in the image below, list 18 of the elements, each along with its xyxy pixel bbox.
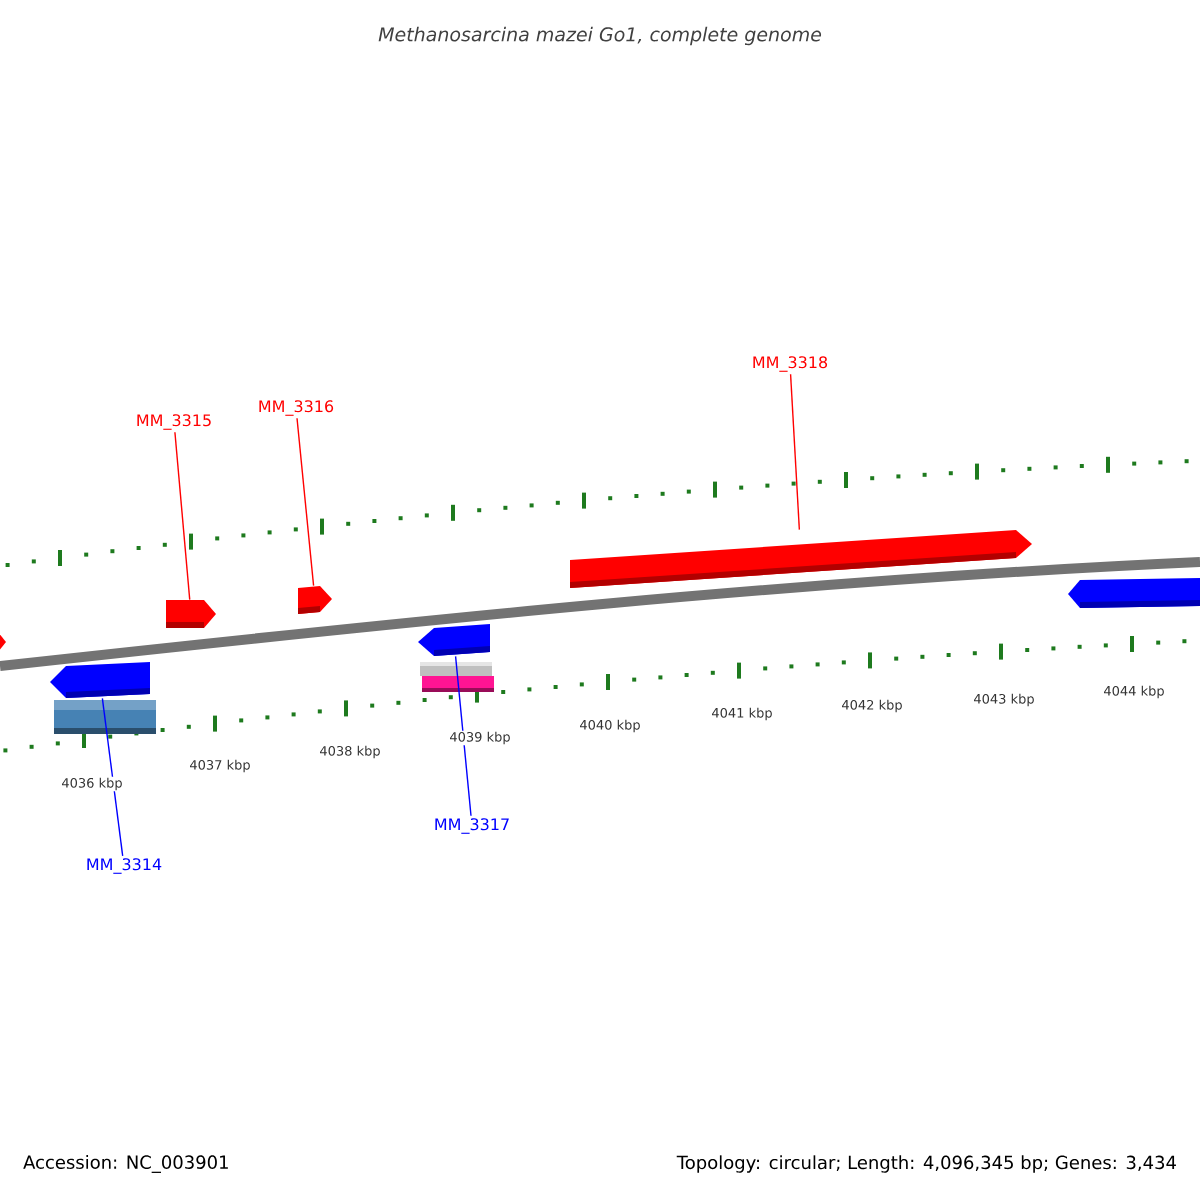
gene-label: MM_3314 bbox=[87, 858, 162, 874]
gene-label: MM_3318 bbox=[753, 356, 828, 372]
gene-arrow bbox=[50, 662, 150, 698]
leader-line bbox=[454, 655, 472, 817]
gene-label: MM_3315 bbox=[137, 414, 211, 430]
footer-text: Accession: NC_003901 bbox=[23, 1155, 228, 1173]
gene-arrow bbox=[570, 530, 1032, 588]
gene-arrow bbox=[166, 600, 216, 628]
title: Methanosarcina mazei Go1, complete genome bbox=[378, 26, 822, 46]
footer-text: Topology: circular; Length: 4,096,345 bp; Genes: 3,434 bbox=[676, 1155, 1176, 1173]
gene-label: MM_3317 bbox=[435, 818, 509, 834]
gene-label: MM_3316 bbox=[259, 400, 334, 416]
leader-line bbox=[296, 417, 315, 587]
gene-arrow bbox=[418, 624, 490, 656]
leader-line bbox=[101, 697, 124, 857]
leader-line bbox=[174, 431, 191, 601]
gene-arrow bbox=[298, 586, 332, 614]
leader-line bbox=[789, 373, 801, 531]
